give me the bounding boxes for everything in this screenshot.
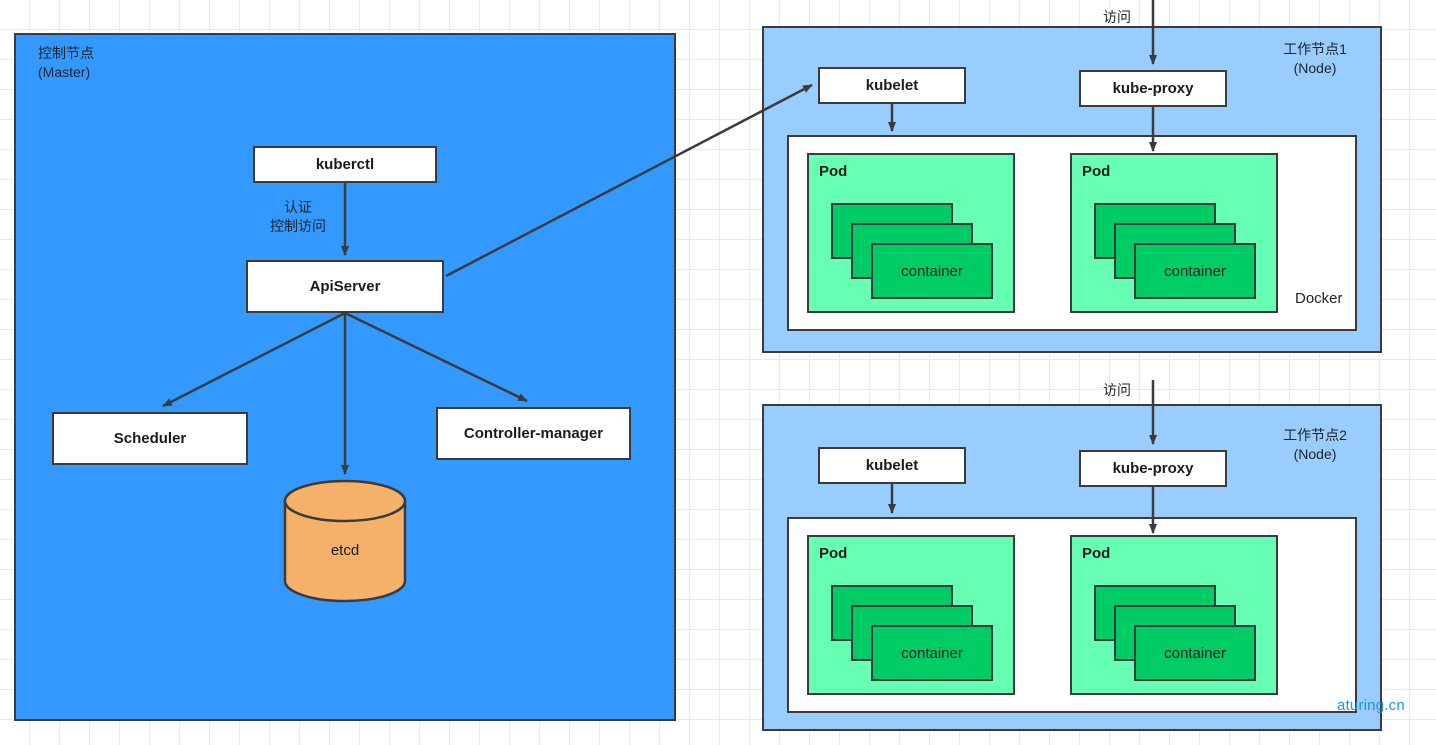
master-region-title: 控制节点 (Master)	[38, 44, 94, 82]
container-front: container	[871, 243, 993, 299]
pod-label: Pod	[819, 545, 848, 562]
node2-pod-2: Pod container	[1070, 535, 1278, 695]
node2-title-line1: 工作节点2	[1283, 427, 1347, 443]
master-region	[14, 33, 676, 721]
node1-pod-1: Pod container	[807, 153, 1015, 313]
kuberctl-box: kuberctl	[253, 146, 437, 183]
auth-label-line2: 控制访问	[270, 218, 326, 234]
node2-kubelet-box: kubelet	[818, 447, 966, 484]
pod-label: Pod	[1082, 163, 1111, 180]
container-front: container	[1134, 243, 1256, 299]
node2-title-line2: (Node)	[1293, 446, 1337, 462]
node1-title-line1: 工作节点1	[1283, 41, 1347, 57]
container-front: container	[1134, 625, 1256, 681]
auth-label-line1: 认证	[284, 199, 312, 215]
master-title-line1: 控制节点	[38, 45, 94, 61]
worker-node-2-title: 工作节点2 (Node)	[1250, 426, 1380, 464]
node1-access-label: 访问	[1103, 9, 1131, 25]
node1-kubelet-box: kubelet	[818, 67, 966, 104]
container-front: container	[871, 625, 993, 681]
etcd-label: etcd	[330, 541, 360, 559]
watermark: aturing.cn	[1337, 697, 1405, 714]
etcd-cylinder: etcd	[282, 478, 408, 604]
apiserver-box: ApiServer	[246, 260, 444, 313]
controller-manager-box: Controller-manager	[436, 407, 631, 460]
worker-node-1-title: 工作节点1 (Node)	[1250, 40, 1380, 78]
node1-title-line2: (Node)	[1293, 60, 1337, 76]
node1-kube-proxy-box: kube-proxy	[1079, 70, 1227, 107]
pod-label: Pod	[819, 163, 848, 180]
node2-pod-1: Pod container	[807, 535, 1015, 695]
node2-access-label: 访问	[1103, 382, 1131, 398]
node1-pod-2: Pod container	[1070, 153, 1278, 313]
node2-kube-proxy-box: kube-proxy	[1079, 450, 1227, 487]
pod-label: Pod	[1082, 545, 1111, 562]
master-title-line2: (Master)	[38, 64, 91, 80]
docker-label: Docker	[1295, 290, 1343, 307]
auth-edge-label: 认证 控制访问	[256, 198, 340, 236]
scheduler-box: Scheduler	[52, 412, 248, 465]
